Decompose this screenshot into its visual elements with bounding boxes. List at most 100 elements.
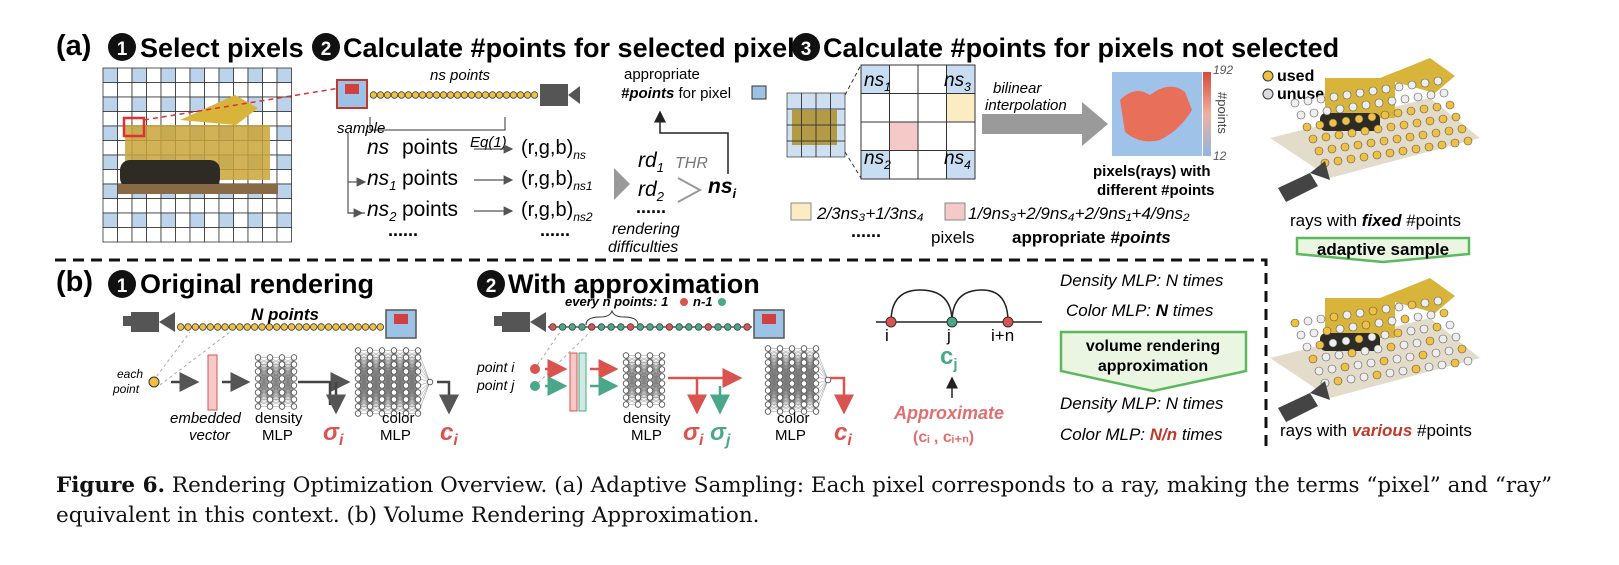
svg-text:(r,g,b)ns: (r,g,b)ns — [521, 137, 586, 162]
ray-b2-points — [548, 323, 752, 331]
svg-text:......: ...... — [636, 197, 666, 217]
sigma-i-b2: σi — [683, 419, 704, 449]
figure-caption: Figure 6. Rendering Optimization Overvie… — [56, 471, 1596, 531]
color-label-b2: color — [777, 410, 810, 427]
n-minus-1-label: n-1 — [693, 294, 713, 309]
svg-text:(cᵢ , cᵢ₊ₙ): (cᵢ , cᵢ₊ₙ) — [913, 429, 974, 446]
sigma-i-b1: σi — [323, 419, 344, 449]
c-i-b2: ci — [834, 419, 852, 449]
part-b-label: (b) — [56, 266, 93, 298]
pix-rays-2: different #points — [1097, 182, 1215, 199]
svg-text:j: j — [946, 326, 951, 345]
svg-text:1: 1 — [117, 39, 128, 60]
rgb-ellipsis: ...... — [540, 220, 570, 240]
density-mlp-label-b1: MLP — [262, 427, 293, 444]
svg-text:Density MLP: N times: Density MLP: N times — [1060, 271, 1224, 290]
sample-label: sample — [337, 120, 385, 137]
svg-text:points: points — [402, 198, 458, 221]
formula-row: 2/3ns₃+1/3ns₄ 1/9ns₃+2/9ns₄+2/9ns₁+4/9ns… — [790, 202, 1190, 247]
grid-ns-labels: ns1 ns3 ns2 ns4 — [864, 70, 971, 172]
density-mlp-label-b2: MLP — [631, 427, 662, 444]
svg-text:ns2: ns2 — [864, 148, 891, 172]
svg-text:With approximation: With approximation — [508, 269, 760, 299]
svg-text:cj: cj — [940, 343, 958, 373]
b-step2-heading: 2 With approximation — [477, 269, 760, 299]
svg-text:adaptive sample: adaptive sample — [1317, 240, 1449, 259]
svg-text:2/3ns₃+1/3ns₄: 2/3ns₃+1/3ns₄ — [816, 204, 924, 223]
mlp-counts: Density MLP: N times Color MLP: N times … — [1059, 271, 1248, 444]
caption-figure-number: Figure 6. — [56, 473, 166, 498]
approx-arc-diagram: i j i+n cj Approximate (cᵢ , cᵢ₊ₙ) — [876, 289, 1042, 446]
density-label-b2: density — [623, 410, 671, 427]
pixel-b2 — [753, 309, 785, 339]
svg-text:volume rendering: volume rendering — [1086, 338, 1220, 355]
svg-text:pixels: pixels — [931, 228, 974, 247]
rows-ellipsis: ...... — [388, 220, 418, 240]
svg-text:rd2: rd2 — [638, 178, 665, 204]
every-n-label: every n points: 1 — [565, 294, 668, 309]
svg-text:Original rendering: Original rendering — [140, 269, 374, 299]
svg-text:difficulties: difficulties — [608, 239, 678, 256]
adaptive-sample-box: adaptive sample — [1295, 236, 1471, 264]
svg-text:ns3: ns3 — [944, 70, 971, 94]
appropriate-points-label: appropriate #points for pixel — [621, 66, 767, 102]
cbar-label: #points — [1215, 92, 1230, 134]
svg-text:3: 3 — [801, 39, 812, 60]
each-point-dot — [148, 376, 160, 388]
color-mlp-label-b1: MLP — [380, 427, 411, 444]
svg-text:2: 2 — [486, 276, 497, 297]
svg-text:#points for pixel: #points for pixel — [621, 85, 731, 102]
caption-text: Rendering Optimization Overview. (a) Ada… — [56, 473, 1553, 528]
svg-text:ns: ns — [367, 136, 390, 159]
svg-text:rd1: rd1 — [638, 149, 664, 175]
svg-text:ns4: ns4 — [944, 148, 971, 172]
zoom-guide — [143, 87, 341, 121]
scene-fixed-rays — [1270, 58, 1480, 202]
svg-text:i+n: i+n — [991, 326, 1014, 345]
svg-text:......: ...... — [851, 221, 881, 241]
svg-text:Calculate #points for pixels n: Calculate #points for pixels not selecte… — [823, 33, 1339, 63]
interpolation-grid — [860, 64, 976, 180]
color-mlp-b2 — [764, 345, 832, 415]
pixel-b1 — [385, 309, 417, 339]
b-step1-heading: 1 Original rendering — [108, 269, 374, 299]
fixed-caption: rays with fixed #points — [1290, 211, 1461, 230]
eq-label: Eq(1) — [470, 134, 507, 151]
point-i-label: point i — [476, 359, 515, 375]
svg-text:(r,g,b)ns2: (r,g,b)ns2 — [521, 199, 593, 224]
points-row-1: ns1 points (r,g,b)ns1 — [367, 167, 593, 193]
svg-text:Approximate: Approximate — [893, 403, 1004, 423]
various-caption: rays with various #points — [1280, 421, 1472, 440]
step1-heading: 1 Select pixels — [108, 33, 304, 63]
density-label-b1: density — [255, 410, 303, 427]
svg-text:ns1: ns1 — [864, 70, 891, 94]
bilinear-label: bilinear — [993, 80, 1042, 97]
sample-bracket — [369, 117, 506, 131]
step2-heading: 2 Calculate #points for selected pixels — [312, 33, 810, 63]
result-arrow — [654, 110, 729, 174]
cbar-max: 192 — [1213, 63, 1233, 77]
ns-points-label: ns points — [430, 67, 491, 84]
heatmap-image — [1112, 72, 1211, 156]
points-row-0: ns points (r,g,b)ns — [367, 136, 586, 162]
ray-sample-points — [369, 91, 539, 99]
svg-text:points: points — [402, 136, 458, 159]
render-difficulty: rd1 rd2 ...... THR nsi rendering difficu… — [608, 149, 737, 256]
point-label: point — [112, 382, 140, 396]
svg-text:points: points — [402, 167, 458, 190]
section-divider — [55, 258, 1268, 448]
embedded-label: embedded — [170, 410, 242, 427]
interpolation-label: interpolation — [985, 97, 1067, 114]
cbar-min: 12 — [1213, 149, 1227, 163]
svg-text:ns2: ns2 — [367, 198, 397, 224]
color-mlp-label-b2: MLP — [775, 427, 806, 444]
svg-text:ns1: ns1 — [367, 167, 396, 193]
ray-b1-points — [176, 323, 385, 331]
point-j-label: point j — [476, 377, 515, 393]
scene-various-rays — [1270, 278, 1480, 422]
svg-text:1: 1 — [117, 276, 128, 297]
excavator-image — [118, 95, 278, 194]
sigma-j-b2: σj — [710, 419, 731, 449]
interp-arrow — [982, 102, 1108, 146]
color-mlp-b1 — [354, 347, 434, 417]
